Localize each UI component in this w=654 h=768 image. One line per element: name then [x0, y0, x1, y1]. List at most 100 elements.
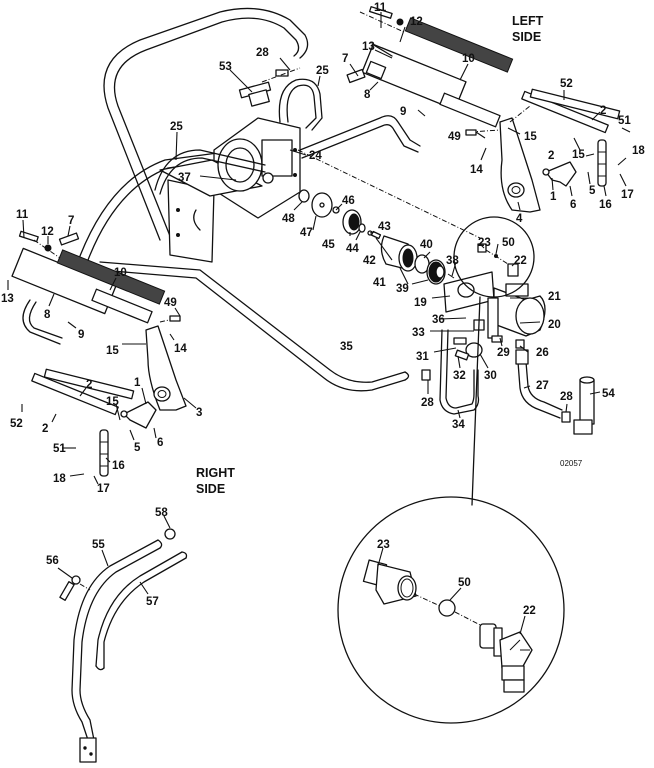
- callout-53: 53: [219, 61, 232, 73]
- callout-9: 9: [400, 106, 406, 118]
- callout-30: 30: [484, 370, 497, 382]
- callout-15: 15: [106, 396, 119, 408]
- callout-52: 52: [10, 418, 23, 430]
- callout-15: 15: [106, 345, 119, 357]
- hose-25-upper: [278, 78, 323, 131]
- callout-49: 49: [164, 297, 177, 309]
- link-bars-right: [31, 368, 135, 416]
- callout-51: 51: [618, 115, 631, 127]
- callout-41: 41: [373, 277, 386, 289]
- callout-4: 4: [516, 213, 523, 225]
- callout-7: 7: [342, 53, 348, 65]
- callout-25: 25: [316, 65, 329, 77]
- callout-57: 57: [146, 596, 159, 608]
- left-side-label-line1: LEFT: [512, 14, 544, 28]
- callout-47: 47: [300, 227, 313, 239]
- callout-28: 28: [560, 391, 573, 403]
- callout-13: 13: [362, 41, 375, 53]
- left-side-label-line2: SIDE: [512, 30, 541, 44]
- callout-12: 12: [410, 16, 423, 28]
- callout-18: 18: [53, 473, 66, 485]
- callout-58: 58: [155, 507, 168, 519]
- callout-1: 1: [550, 191, 557, 203]
- callout-46: 46: [342, 195, 355, 207]
- leader-lines: [7, 12, 631, 635]
- tube-57: [95, 551, 188, 671]
- callout-5: 5: [589, 185, 596, 197]
- clamp-56: [59, 575, 91, 601]
- right-side-cylinder: [11, 230, 166, 345]
- detail-circle-large: [337, 496, 565, 724]
- callout-22: 22: [514, 255, 527, 267]
- callout-28: 28: [421, 397, 434, 409]
- callout-25: 25: [170, 121, 183, 133]
- callout-16: 16: [599, 199, 612, 211]
- callout-24: 24: [309, 150, 322, 162]
- callout-14: 14: [174, 343, 187, 355]
- callout-50: 50: [502, 237, 515, 249]
- callout-8: 8: [44, 309, 51, 321]
- callout-40: 40: [420, 239, 433, 251]
- callout-35: 35: [340, 341, 353, 353]
- callout-55: 55: [92, 539, 105, 551]
- callout-16: 16: [112, 460, 125, 472]
- callout-33: 33: [412, 327, 425, 339]
- chain-right: [99, 429, 109, 477]
- callout-17: 17: [621, 189, 634, 201]
- callout-27: 27: [536, 380, 549, 392]
- callout-17: 17: [97, 483, 110, 495]
- callout-49: 49: [448, 131, 461, 143]
- valve-assembly: [443, 271, 546, 361]
- callout-1: 1: [134, 377, 141, 389]
- chain-left: [597, 139, 607, 187]
- detail-large-contents: [362, 559, 533, 693]
- pitman-arm-right: [145, 315, 187, 411]
- callout-15: 15: [572, 149, 585, 161]
- hydraulic-line-top: [299, 115, 421, 159]
- callout-23: 23: [478, 237, 491, 249]
- right-side-label-line2: SIDE: [196, 482, 225, 496]
- callout-6: 6: [157, 437, 163, 449]
- callout-28: 28: [256, 47, 269, 59]
- callout-34: 34: [452, 419, 465, 431]
- callout-38: 38: [446, 255, 459, 267]
- callout-52: 52: [560, 78, 573, 90]
- callout-11: 11: [16, 209, 29, 221]
- callout-37: 37: [178, 172, 191, 184]
- hose-25-left: [154, 149, 266, 195]
- filter-54: [573, 376, 595, 435]
- pump-mount-bracket: [159, 117, 301, 263]
- right-side-label-line1: RIGHT: [196, 466, 235, 480]
- callout-20: 20: [548, 319, 561, 331]
- left-side-cylinder: [346, 6, 514, 128]
- callout-21: 21: [548, 291, 561, 303]
- callout-39: 39: [396, 283, 409, 295]
- detail-circle-small: [453, 216, 535, 298]
- callout-labels: 11 12 13 7 8 10 9 49 14 15 52 2 2 51 15 …: [1, 2, 645, 617]
- callout-15: 15: [524, 131, 537, 143]
- callout-50: 50: [458, 577, 471, 589]
- callout-29: 29: [497, 347, 510, 359]
- callout-56: 56: [46, 555, 59, 567]
- callout-36: 36: [432, 314, 445, 326]
- callout-12: 12: [41, 226, 54, 238]
- callout-2: 2: [42, 423, 48, 435]
- hose-27: [515, 349, 563, 419]
- callout-18: 18: [632, 145, 645, 157]
- pump-pulley-assembly: [298, 189, 455, 285]
- callout-23: 23: [377, 539, 390, 551]
- callout-42: 42: [363, 255, 376, 267]
- callout-13: 13: [1, 293, 14, 305]
- callout-48: 48: [282, 213, 295, 225]
- hose-34: [439, 329, 480, 415]
- callout-26: 26: [536, 347, 549, 359]
- callout-51: 51: [53, 443, 66, 455]
- callout-10: 10: [114, 267, 127, 279]
- detail-leader: [471, 296, 481, 506]
- callout-54: 54: [602, 388, 615, 400]
- callout-31: 31: [416, 351, 429, 363]
- callout-2: 2: [600, 105, 606, 117]
- callout-22: 22: [523, 605, 536, 617]
- link-bars-left: [509, 88, 621, 134]
- callout-6: 6: [570, 199, 576, 211]
